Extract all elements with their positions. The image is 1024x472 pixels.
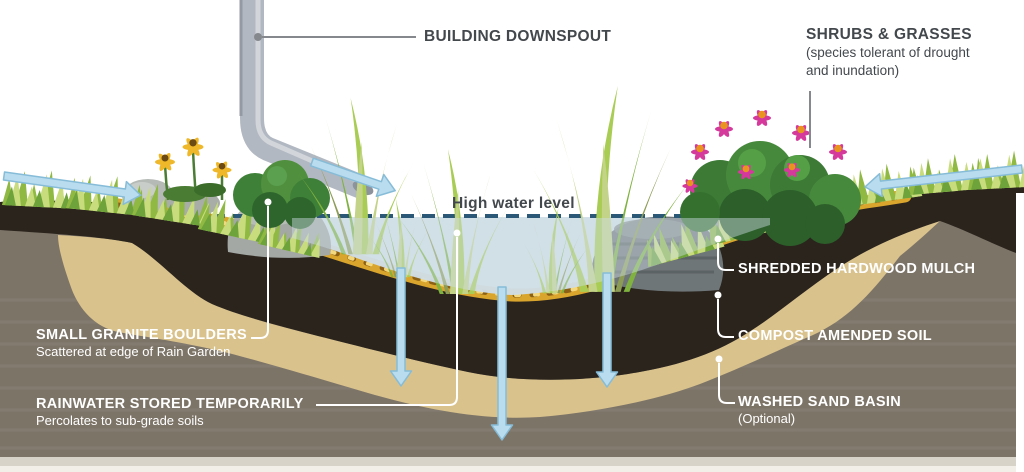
- leader-boulders: [251, 206, 269, 339]
- label-shrubs-grasses: SHRUBS & GRASSES (species tolerant of dr…: [806, 26, 972, 79]
- percolation-arrow-3: [595, 272, 619, 388]
- leader-compost: [717, 299, 734, 338]
- leader-dot-downspout: [254, 33, 262, 41]
- label-small-granite-boulders: SMALL GRANITE BOULDERS Scattered at edge…: [36, 327, 247, 361]
- inflow-arrow-left: [2, 171, 142, 206]
- label-rainwater-stored-sub: Percolates to sub-grade soils: [36, 413, 204, 428]
- leader-dot-rainwater: [453, 229, 461, 237]
- label-rainwater-stored: RAINWATER STORED TEMPORARILY Percolates …: [36, 396, 304, 430]
- label-compost-amended-soil: COMPOST AMENDED SOIL: [738, 328, 932, 344]
- label-shredded-hardwood-mulch: SHREDDED HARDWOOD MULCH: [738, 261, 976, 277]
- water-overlay: [292, 218, 770, 295]
- percolation-arrow-1: [389, 267, 413, 387]
- leader-sand: [718, 363, 735, 404]
- label-small-granite-boulders-title: SMALL GRANITE BOULDERS: [36, 327, 247, 343]
- leader-lines: [251, 33, 811, 406]
- label-shrubs-grasses-line1: (species tolerant of drought: [806, 45, 970, 60]
- label-building-downspout: BUILDING DOWNSPOUT: [424, 28, 612, 45]
- leader-dot-mulch: [714, 235, 722, 243]
- label-shrubs-grasses-line2: and inundation): [806, 62, 900, 78]
- bottom-strip-light: [0, 466, 1024, 472]
- percolation-arrow-2: [490, 286, 514, 441]
- leader-rainwater: [316, 237, 458, 406]
- leader-dot-sand: [715, 355, 723, 363]
- label-shrubs-grasses-title: SHRUBS & GRASSES: [806, 26, 972, 43]
- downspout-pipe: [239, 0, 374, 200]
- right-margin: [1016, 193, 1024, 472]
- left-shrub: [233, 160, 330, 229]
- yellow-flowers: [155, 136, 232, 202]
- leader-mulch: [717, 243, 734, 271]
- water-flow-arrows: [2, 157, 1024, 441]
- label-washed-sand-basin: WASHED SAND BASIN (Optional): [738, 394, 901, 428]
- downspout-outflow-arrow: [309, 157, 396, 198]
- leader-dot-boulders: [264, 198, 272, 206]
- bottom-strip: [0, 457, 1024, 466]
- label-washed-sand-basin-sub: (Optional): [738, 411, 796, 426]
- inflow-arrow-right: [864, 164, 1024, 198]
- label-small-granite-boulders-sub: Scattered at edge of Rain Garden: [36, 344, 231, 359]
- label-washed-sand-basin-title: WASHED SAND BASIN: [738, 394, 901, 410]
- label-high-water-level: High water level: [452, 195, 575, 212]
- label-rainwater-stored-title: RAINWATER STORED TEMPORARILY: [36, 396, 304, 412]
- shrub-with-coneflowers: [680, 108, 861, 246]
- leader-dot-compost: [714, 291, 722, 299]
